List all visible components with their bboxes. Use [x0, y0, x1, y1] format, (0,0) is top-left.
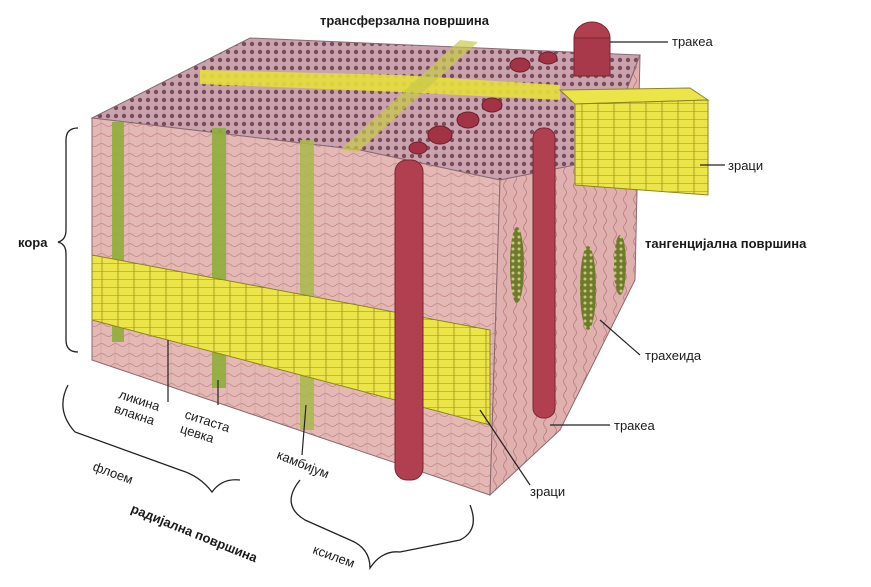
- label-trakhea-mid: тракеа: [614, 418, 655, 433]
- label-tangential-surface: тангенцијална површина: [645, 236, 807, 251]
- label-trakheid: трахеида: [645, 348, 702, 363]
- label-sieve-tube: ситаста цевка: [178, 407, 232, 450]
- cambium-strand: [300, 140, 314, 430]
- label-rays-bottom: зраци: [530, 484, 565, 499]
- ray-lens: [580, 246, 596, 330]
- label-rays-top: зраци: [728, 158, 763, 173]
- ray-box-front: [575, 100, 708, 195]
- ray-lens: [510, 227, 524, 303]
- bark-brace: [58, 128, 78, 352]
- vessel-front: [395, 160, 423, 480]
- label-transverse-surface: трансферзална површина: [320, 13, 490, 28]
- label-cambium: камбијум: [275, 447, 332, 481]
- label-radial-surface: радијална површина: [129, 501, 260, 566]
- label-bark: кора: [18, 235, 48, 250]
- label-phloem-fibers: ликина влакна: [112, 387, 162, 429]
- label-phloem: флоем: [91, 459, 135, 487]
- label-xylem: ксилем: [311, 542, 357, 571]
- vessel-top: [574, 38, 610, 76]
- label-trakhea-top: тракеа: [672, 34, 713, 49]
- ray-lens: [614, 235, 626, 295]
- vessel-right: [533, 128, 555, 418]
